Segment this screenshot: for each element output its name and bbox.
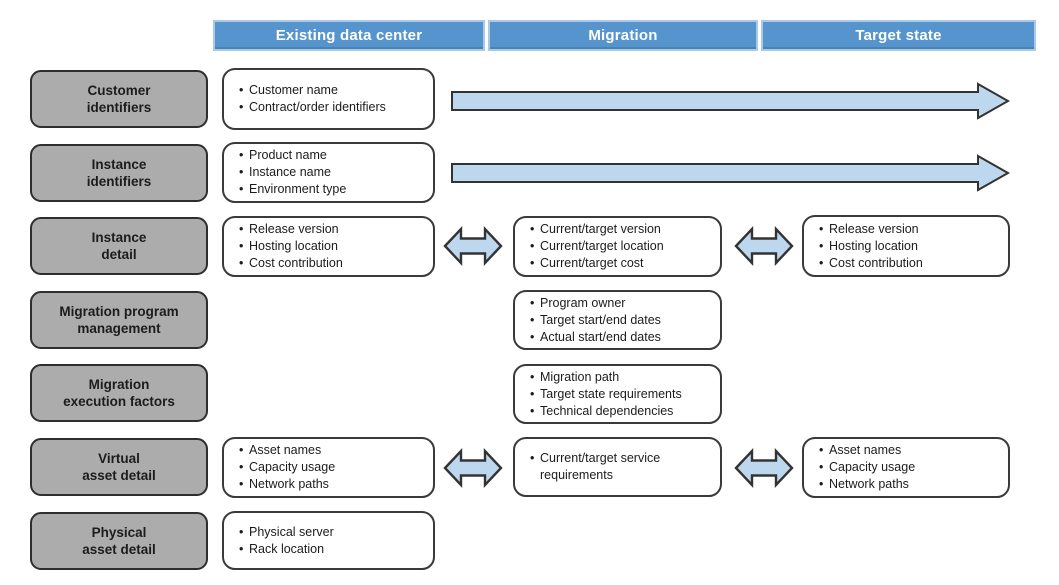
bullet-item: Current/target version	[530, 221, 712, 238]
bullet-item: Product name	[239, 147, 425, 164]
bullet-item: Contract/order identifiers	[239, 99, 425, 116]
column-header-migration: Migration	[488, 20, 758, 51]
card-existing-virtual-asset-detail: Asset namesCapacity usageNetwork paths	[222, 437, 435, 498]
card-migration-instance-detail: Current/target versionCurrent/target loc…	[513, 216, 722, 277]
card-existing-physical-asset-detail: Physical serverRack location	[222, 511, 435, 570]
category-physical-asset-detail: Physical asset detail	[30, 512, 208, 570]
category-instance-detail: Instance detail	[30, 217, 208, 275]
bullet-item: Release version	[819, 221, 1000, 238]
card-existing-instance-identifiers: Product nameInstance nameEnvironment typ…	[222, 142, 435, 203]
bullet-item: Actual start/end dates	[530, 329, 712, 346]
bullet-item: Asset names	[239, 442, 425, 459]
card-migration-execution-factors: Migration pathTarget state requirementsT…	[513, 364, 722, 424]
bullet-item: Target start/end dates	[530, 312, 712, 329]
category-label-line: Physical	[91, 525, 147, 540]
card-target-virtual-asset-detail: Asset namesCapacity usageNetwork paths	[802, 437, 1010, 498]
category-virtual-asset-detail: Virtual asset detail	[30, 438, 208, 496]
category-label-line: execution factors	[63, 394, 175, 409]
category-migration-execution-factors: Migration execution factors	[30, 364, 208, 422]
double-arrow-migration-target-virtual-asset	[734, 447, 794, 489]
bullet-item: Rack location	[239, 541, 425, 558]
double-arrow-existing-migration-instance-detail	[443, 225, 503, 267]
category-label-line: detail	[101, 247, 137, 262]
bullet-item: Hosting location	[819, 238, 1000, 255]
category-label-line: management	[77, 321, 161, 336]
bullet-item: Current/target location	[530, 238, 712, 255]
category-label-line: Instance	[91, 157, 147, 172]
category-label-line: Customer	[87, 83, 151, 98]
bullet-item: Asset names	[819, 442, 1000, 459]
double-arrow-migration-target-instance-detail	[734, 225, 794, 267]
category-label-line: Migration program	[59, 304, 179, 319]
bullet-item: Migration path	[530, 369, 712, 386]
bullet-item: Current/target cost	[530, 255, 712, 272]
category-label-line: Instance	[91, 230, 147, 245]
bullet-item: Cost contribution	[819, 255, 1000, 272]
card-migration-virtual-asset-detail: Current/target service requirements	[513, 437, 722, 497]
bullet-item: Release version	[239, 221, 425, 238]
flow-arrow-right-instance-identifiers	[451, 154, 1010, 192]
bullet-item: Network paths	[239, 476, 425, 493]
card-existing-customer-identifiers: Customer nameContract/order identifiers	[222, 68, 435, 130]
bullet-item: Hosting location	[239, 238, 425, 255]
bullet-item: Physical server	[239, 524, 425, 541]
bullet-item: Program owner	[530, 295, 712, 312]
bullet-item: Customer name	[239, 82, 425, 99]
category-label-line: Virtual	[98, 451, 140, 466]
bullet-item: Target state requirements	[530, 386, 712, 403]
category-instance-identifiers: Instance identifiers	[30, 144, 208, 202]
category-label-line: identifiers	[86, 100, 152, 115]
bullet-item: Technical dependencies	[530, 403, 712, 420]
bullet-item: Cost contribution	[239, 255, 425, 272]
bullet-item: Instance name	[239, 164, 425, 181]
double-arrow-existing-migration-virtual-asset	[443, 447, 503, 489]
category-label-line: asset detail	[82, 468, 156, 483]
column-header-target-state: Target state	[761, 20, 1036, 51]
category-migration-program-management: Migration program management	[30, 291, 208, 349]
category-label-line: asset detail	[82, 542, 156, 557]
bullet-item: Network paths	[819, 476, 1000, 493]
bullet-item: Current/target service requirements	[530, 450, 712, 484]
card-target-instance-detail: Release versionHosting locationCost cont…	[802, 215, 1010, 277]
column-header-existing-data-center: Existing data center	[213, 20, 485, 51]
category-label-line: Migration	[88, 377, 150, 392]
bullet-item: Capacity usage	[239, 459, 425, 476]
card-existing-instance-detail: Release versionHosting locationCost cont…	[222, 216, 435, 277]
category-customer-identifiers: Customer identifiers	[30, 70, 208, 128]
bullet-item: Environment type	[239, 181, 425, 198]
bullet-item: Capacity usage	[819, 459, 1000, 476]
flow-arrow-right-customer-identifiers	[451, 82, 1010, 120]
category-label-line: identifiers	[86, 174, 152, 189]
card-migration-program-management: Program ownerTarget start/end datesActua…	[513, 290, 722, 350]
